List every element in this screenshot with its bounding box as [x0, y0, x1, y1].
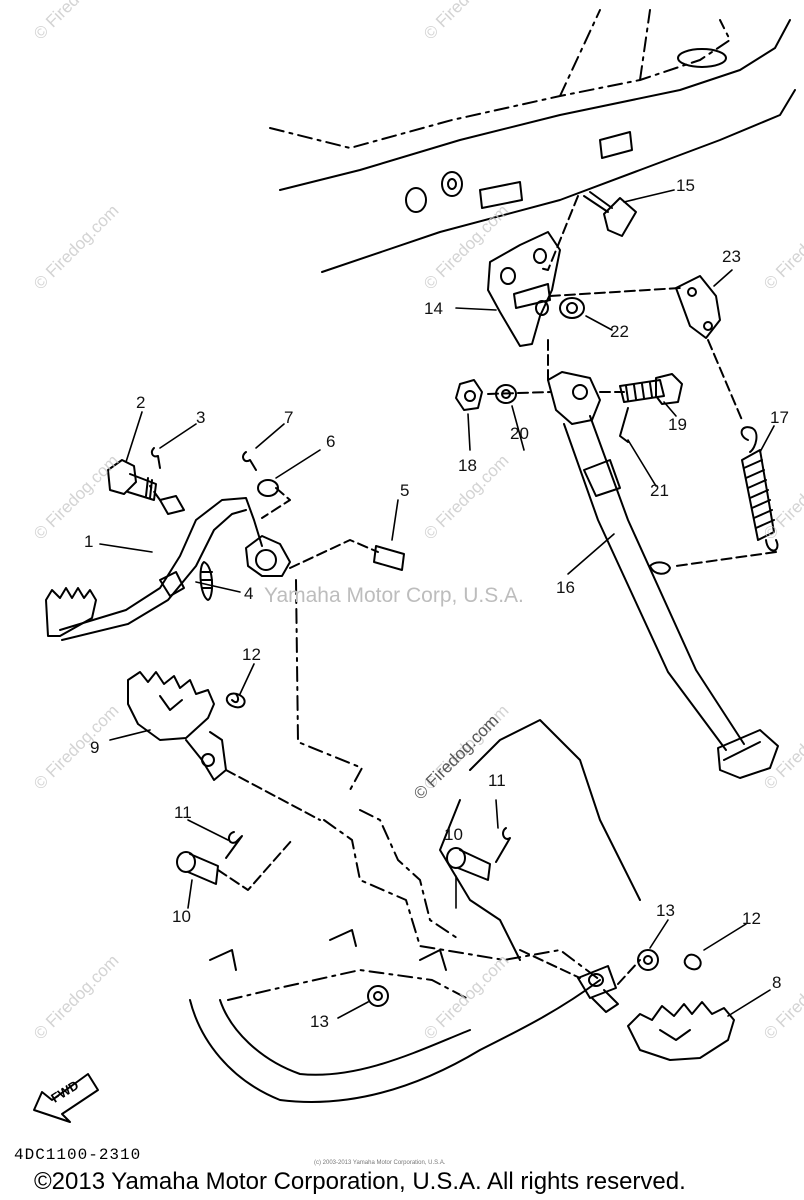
callout-17: 17	[770, 408, 789, 427]
callout-13b: 13	[656, 901, 675, 920]
footrest-right	[627, 949, 735, 1061]
footrest-pins	[176, 827, 511, 891]
stand-bracket	[487, 231, 561, 347]
fine-print: (c) 2003-2013 Yamaha Motor Corporation, …	[314, 1160, 446, 1166]
sidestand-hardware	[455, 373, 683, 443]
forward-arrow	[33, 1073, 99, 1123]
callout-13a: 13	[310, 1012, 329, 1031]
callout-4: 4	[244, 584, 254, 603]
spring-plate	[675, 275, 743, 421]
callout-20: 20	[510, 424, 529, 443]
callout-7: 7	[284, 408, 294, 427]
callout-3: 3	[196, 408, 206, 427]
callout-11b: 11	[488, 771, 506, 790]
callout-19: 19	[668, 415, 687, 434]
return-spring	[675, 426, 779, 567]
copyright-notice: ©2013 Yamaha Motor Corporation, U.S.A. A…	[34, 1168, 686, 1195]
frame-swingarm	[269, 9, 796, 273]
pedal-hardware	[107, 447, 405, 601]
brake-pedal	[45, 495, 291, 641]
callout-6: 6	[326, 432, 336, 451]
callout-5: 5	[400, 481, 410, 500]
callout-15: 15	[676, 176, 695, 195]
frame-cradle	[189, 579, 641, 1103]
callout-leaders	[99, 189, 775, 1019]
callout-1: 1	[84, 532, 94, 551]
callout-12b: 12	[742, 909, 761, 928]
callout-2: 2	[136, 393, 146, 412]
callout-10a: 10	[172, 907, 191, 926]
callout-12a: 12	[242, 645, 261, 664]
callout-14: 14	[424, 299, 443, 318]
watermark-center: Yamaha Motor Corp, U.S.A.	[264, 584, 524, 607]
callout-10b: 10	[444, 825, 463, 844]
callout-18: 18	[458, 456, 477, 475]
footrest-left	[127, 671, 321, 821]
pivot-bolt-and-collar	[513, 283, 681, 319]
callout-16: 16	[556, 578, 575, 597]
diagram-part-code: 4DC1100-2310	[14, 1146, 142, 1164]
callout-9: 9	[90, 738, 100, 757]
callout-11a: 11	[174, 803, 192, 822]
bolt-15	[539, 191, 637, 271]
callout-22: 22	[610, 322, 629, 341]
callout-23: 23	[722, 247, 741, 266]
callout-21: 21	[650, 481, 669, 500]
sidestand	[547, 339, 779, 779]
callout-8: 8	[772, 973, 782, 992]
